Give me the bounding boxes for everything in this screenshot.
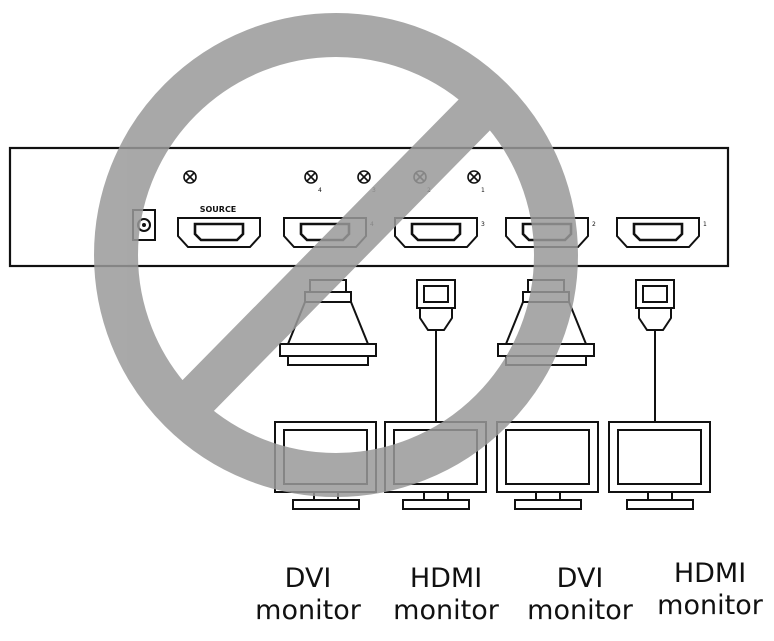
- caption-word: monitor: [657, 590, 763, 621]
- screw-icon: [357, 170, 371, 184]
- led-label: 1: [481, 187, 485, 194]
- hdmi-cable: [416, 279, 456, 424]
- screw-icon: [183, 170, 197, 184]
- prohibition-slash: [165, 84, 505, 429]
- caption-type: DVI: [284, 563, 332, 594]
- caption-dvi-monitor-2: DVI monitor: [522, 563, 638, 627]
- monitor-icon: [608, 421, 711, 510]
- caption-hdmi-monitor-1: HDMI monitor: [388, 563, 504, 627]
- caption-type: HDMI: [673, 558, 747, 589]
- hdmi-cable: [635, 279, 675, 424]
- led-label: 4: [318, 187, 322, 194]
- caption-word: monitor: [527, 595, 633, 626]
- port-number: 2: [592, 221, 596, 228]
- prohibition-ring: [94, 13, 578, 497]
- hdmi-port-3: [394, 217, 478, 248]
- port-number: 1: [703, 221, 707, 228]
- caption-dvi-monitor-1: DVI monitor: [250, 563, 366, 627]
- monitor-icon: [496, 421, 599, 510]
- caption-type: HDMI: [409, 563, 483, 594]
- caption-type: DVI: [556, 563, 604, 594]
- screw-icon: [467, 170, 481, 184]
- hdmi-port-source: [177, 217, 261, 248]
- caption-hdmi-monitor-2: HDMI monitor: [652, 558, 768, 622]
- hdmi-port-1: [616, 217, 700, 248]
- prohibition-sign-icon: [94, 13, 578, 497]
- caption-word: monitor: [393, 595, 499, 626]
- caption-word: monitor: [255, 595, 361, 626]
- source-port-label: SOURCE: [200, 205, 237, 214]
- port-number: 3: [481, 221, 485, 228]
- screw-icon: [304, 170, 318, 184]
